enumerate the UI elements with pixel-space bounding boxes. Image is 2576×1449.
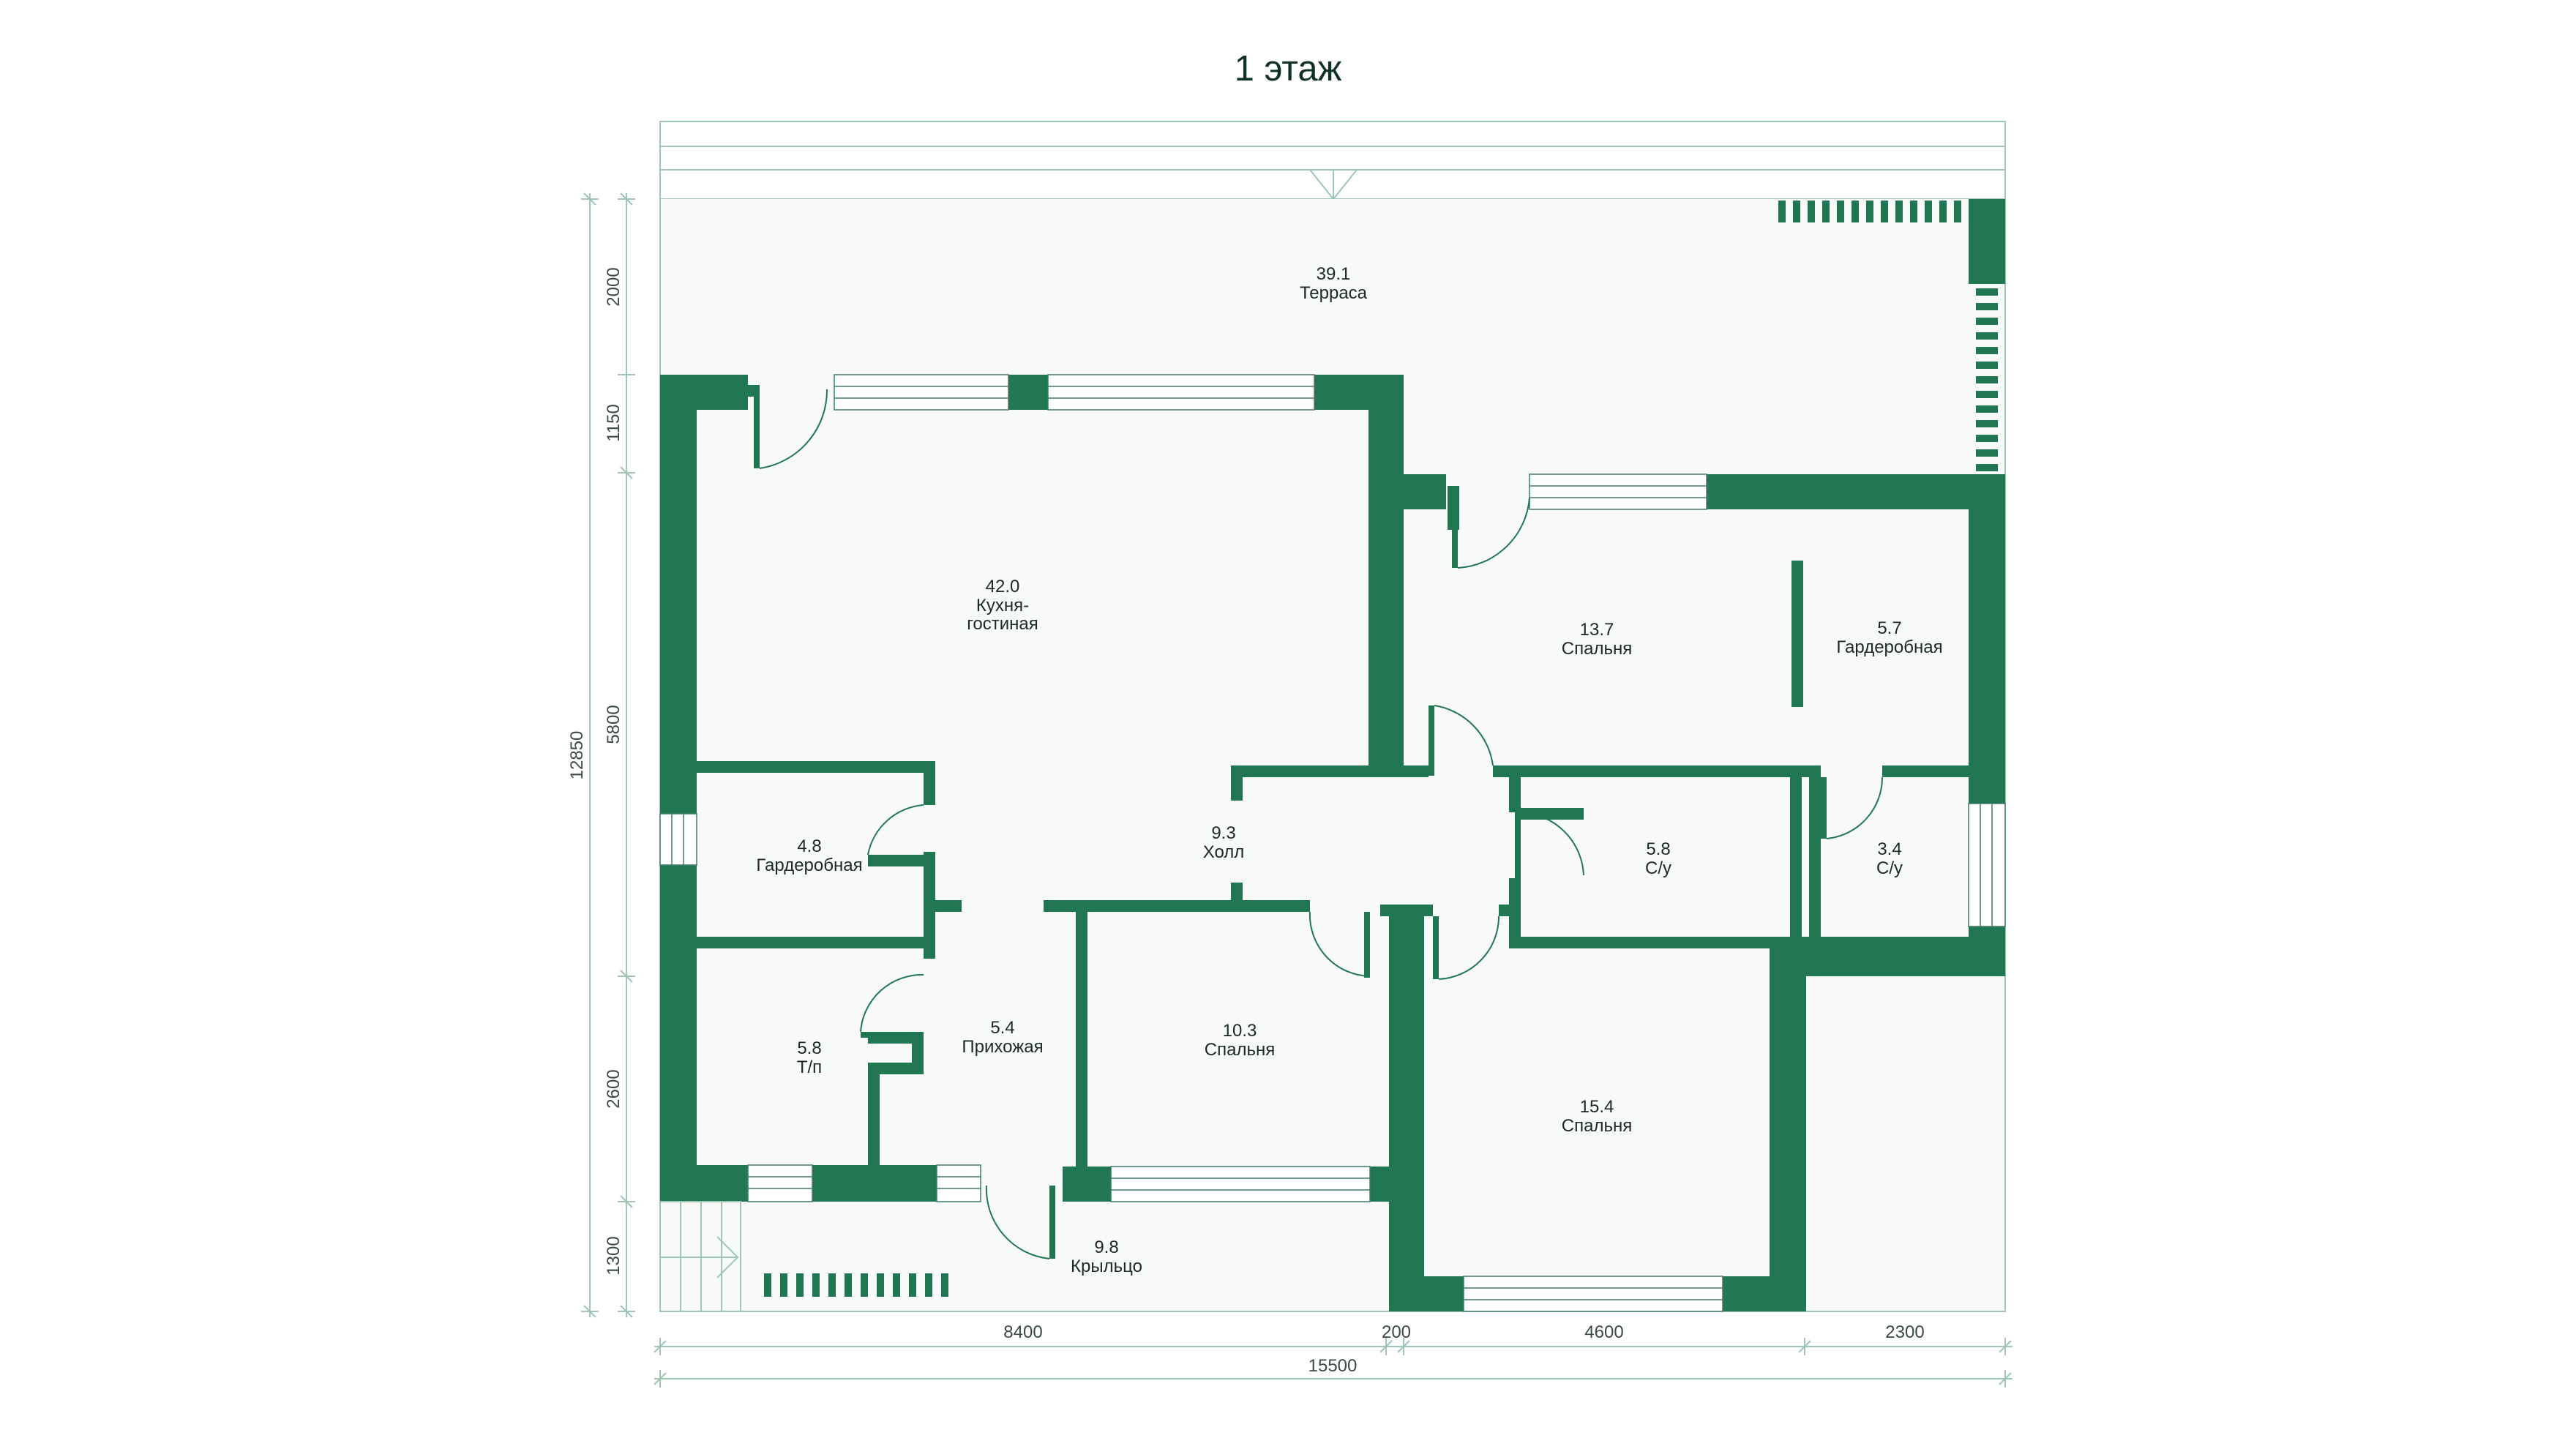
door-bedroom-ne (1452, 492, 1530, 569)
door-bath-2 (1821, 776, 1884, 839)
room-area: 9.3 (1211, 823, 1235, 843)
room-name: Прихожая (962, 1037, 1043, 1057)
room-porch: 9.8 Крыльцо (1071, 1238, 1142, 1276)
room-area: 3.4 (1877, 839, 1901, 859)
room-wardrobe-w: 4.8 Гардеробная (756, 836, 862, 875)
room-area: 15.4 (1580, 1097, 1614, 1117)
walls (660, 199, 2005, 1311)
dimension-lines (581, 192, 2012, 1388)
dimension-labels: 2000 1150 5800 2600 1300 12850 8400 200 … (567, 267, 1925, 1376)
room-terrace: 39.1 Терраса (1300, 264, 1368, 303)
door-entry (985, 1185, 1055, 1259)
windows (659, 374, 2006, 1312)
window-bath-2 (1968, 803, 2006, 927)
dim-bottom-3: 4600 (1584, 1322, 1623, 1342)
door-terrace-living (754, 389, 828, 469)
door-bedroom-se (1433, 916, 1500, 980)
room-bath-1: 5.8 С/у (1645, 839, 1671, 878)
door-bath-1-north (1509, 776, 1521, 809)
dim-left-total: 12850 (567, 731, 587, 780)
dim-bottom-2: 200 (1382, 1322, 1411, 1342)
room-name: С/у (1645, 858, 1671, 878)
window-living-north-2 (1047, 374, 1315, 411)
doors (754, 389, 1884, 1259)
room-living: 42.0 Кухня- гостиная (967, 577, 1038, 634)
room-name: Холл (1203, 842, 1245, 862)
door-bedroom-s (1308, 911, 1371, 978)
room-utility: 5.8 Т/п (797, 1038, 822, 1077)
room-name-line2: гостиная (967, 614, 1038, 634)
room-area: 5.8 (797, 1038, 821, 1058)
porch-steps (659, 1201, 741, 1312)
dim-left-living-top: 1150 (604, 404, 624, 442)
room-bedroom-s: 10.3 Спальня (1205, 1021, 1275, 1060)
floor-title: 1 этаж (1234, 49, 1342, 89)
door-utility (860, 973, 924, 1038)
room-name: Спальня (1562, 1116, 1632, 1136)
room-area: 13.7 (1580, 620, 1614, 640)
dim-left-terrace: 2000 (604, 267, 624, 306)
room-area: 39.1 (1317, 264, 1351, 284)
room-bath-2: 3.4 С/у (1876, 839, 1903, 878)
dim-left-utility: 2600 (604, 1069, 624, 1108)
room-wardrobe-ne: 5.7 Гардеробная (1836, 618, 1942, 657)
door-wardrobe-w (867, 804, 924, 861)
room-area: 9.8 (1094, 1238, 1118, 1257)
room-area: 5.8 (1646, 839, 1670, 859)
room-name: Спальня (1205, 1040, 1275, 1060)
window-bedroom-ne (1529, 473, 1707, 510)
dim-left-main: 5800 (604, 705, 624, 744)
room-area: 10.3 (1223, 1021, 1257, 1041)
window-wardrobe-w (659, 813, 697, 866)
canopy-outline (659, 121, 2006, 201)
room-area: 4.8 (797, 836, 821, 856)
dim-bottom-1: 8400 (1003, 1322, 1042, 1342)
room-area: 5.7 (1877, 618, 1901, 638)
door-bath-1 (1515, 812, 1584, 878)
dim-bottom-total: 15500 (1308, 1356, 1358, 1376)
room-name: Гардеробная (1836, 637, 1942, 657)
room-entry: 5.4 Прихожая (962, 1018, 1043, 1057)
room-name: Спальня (1562, 639, 1632, 659)
window-living-north-1 (834, 374, 1009, 411)
room-bedroom-se: 15.4 Спальня (1562, 1097, 1632, 1136)
room-area: 5.4 (990, 1018, 1014, 1038)
room-name-line1: Кухня- (976, 596, 1029, 615)
dim-left-porch: 1300 (604, 1236, 624, 1275)
room-area: 42.0 (986, 577, 1020, 596)
door-hall-bedroom-ne (1429, 705, 1494, 776)
room-name: Крыльцо (1071, 1257, 1142, 1276)
room-name: С/у (1876, 858, 1903, 878)
window-bedroom-se (1463, 1276, 1723, 1312)
room-hall: 9.3 Холл (1203, 823, 1245, 862)
room-name: Терраса (1300, 283, 1368, 303)
dim-bottom-4: 2300 (1885, 1322, 1924, 1342)
room-name: Т/п (797, 1057, 822, 1077)
window-bedroom-s (1110, 1166, 1371, 1202)
window-entry (936, 1164, 981, 1202)
room-labels: 39.1 Терраса 42.0 Кухня- гостиная 13.7 С… (756, 264, 1942, 1276)
room-bedroom-ne: 13.7 Спальня (1562, 620, 1632, 659)
window-utility (747, 1164, 813, 1202)
room-name: Гардеробная (756, 855, 862, 875)
